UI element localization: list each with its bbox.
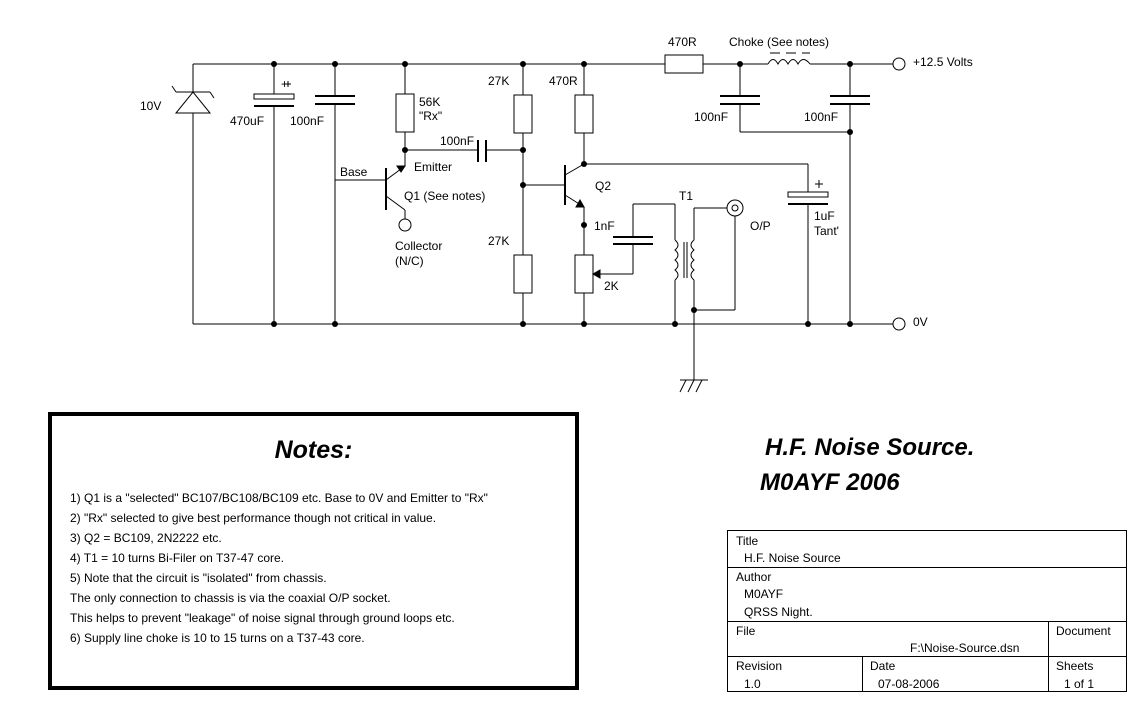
q2-label: Q2 [595,179,611,193]
title-block-divider [1048,621,1049,692]
choke-label: Choke (See notes) [729,35,829,49]
resistor-470r-supply [664,54,704,74]
r27k-top-label: 27K [488,74,509,88]
transistor-q2 [564,163,585,255]
ground-label: 0V [913,315,928,329]
output-socket [726,199,744,217]
file-label: File [736,624,756,638]
document-label: Document [1056,624,1111,638]
author-value-2: QRSS Night. [744,605,813,619]
resistor-27k-divider [513,64,565,324]
title-label: Title [736,534,759,548]
note-line: This helps to prevent "leakage" of noise… [70,611,455,625]
note-line: 2) "Rx" selected to give best performanc… [70,511,437,525]
c470-plus-label: + [281,77,288,91]
file-value: F:\Noise-Source.dsn [910,641,1020,655]
q1-label: Q1 (See notes) [404,189,485,203]
r470-supply-label: 470R [668,35,697,49]
supply-choke [767,52,811,66]
title-block-divider [862,656,863,692]
author-value: M0AYF [744,587,784,601]
r56k-label: 56K [419,95,440,109]
note-line: 6) Supply line choke is 10 to 15 turns o… [70,631,365,645]
collector-nc-label: (N/C) [395,254,424,268]
circuit-schematic: 10V 470uF + 100nF 56K "Rx" Base Emitter … [140,35,973,393]
transformer-t1 [674,204,736,380]
resistor-470r-collector [574,64,808,165]
zener-label: 10V [140,99,161,113]
title-value: H.F. Noise Source [744,551,841,565]
capacitor-1uf-tantalum [787,164,829,324]
capacitor-100nf-d [830,64,870,324]
c470-label: 470uF [230,114,264,128]
supply-label: +12.5 Volts [913,55,973,69]
note-line: 5) Note that the circuit is "isolated" f… [70,571,327,585]
note-line: The only connection to chassis is via th… [70,591,391,605]
chassis-ground-symbol [679,379,708,393]
notes-list: 1) Q1 is a "selected" BC107/BC108/BC109 … [70,488,488,648]
author-label: Author [736,570,772,584]
note-line: 4) T1 = 10 turns Bi-Filer on T37-47 core… [70,551,284,565]
junction-dots [271,61,853,327]
t1-label: T1 [679,189,693,203]
c100c-label: 100nF [694,110,728,124]
title-block-divider [728,621,1126,622]
revision-value: 1.0 [744,677,761,691]
output-label: O/P [750,219,771,233]
project-title: H.F. Noise Source. [765,434,975,461]
zener-diode [171,64,215,324]
date-label: Date [870,659,896,673]
note-line: 3) Q2 = BC109, 2N2222 etc. [70,531,222,545]
capacitor-470uf [253,64,295,324]
notes-panel: Notes: 1) Q1 is a "selected" BC107/BC108… [48,412,579,690]
capacitor-100nf-c [720,64,850,133]
sheets-label: Sheets [1056,659,1094,673]
revision-label: Revision [736,659,783,673]
emitter-label: Emitter [414,160,452,174]
supply-terminal [892,57,906,71]
project-author: M0AYF 2006 [760,469,900,496]
collector-label: Collector [395,239,442,253]
date-value: 07-08-2006 [878,677,940,691]
title-block: Title H.F. Noise Source Author M0AYF QRS… [727,530,1127,692]
resistor-56k [395,64,478,151]
r56k-note-label: "Rx" [419,109,442,123]
r470-collector-label: 470R [549,74,578,88]
transistor-q1 [334,150,412,324]
c100a-label: 100nF [290,114,324,128]
tant2-label: Tant' [814,224,839,238]
r27k-bottom-label: 27K [488,234,509,248]
ground-terminal [892,317,906,331]
capacitor-1nf [613,203,675,245]
title-block-divider [728,567,1126,568]
pot-label: 2K [604,279,619,293]
potentiometer-2k [574,245,634,324]
notes-title: Notes: [274,436,353,464]
tant-label: 1uF [814,209,835,223]
c1n-label: 1nF [594,219,615,233]
title-block-divider [728,656,1126,657]
capacitor-100nf-coupling [477,140,523,162]
base-label: Base [340,165,368,179]
sheets-value: 1 of 1 [1064,677,1095,691]
c100d-label: 100nF [804,110,838,124]
c100b-label: 100nF [440,134,474,148]
note-line: 1) Q1 is a "selected" BC107/BC108/BC109 … [70,491,488,505]
